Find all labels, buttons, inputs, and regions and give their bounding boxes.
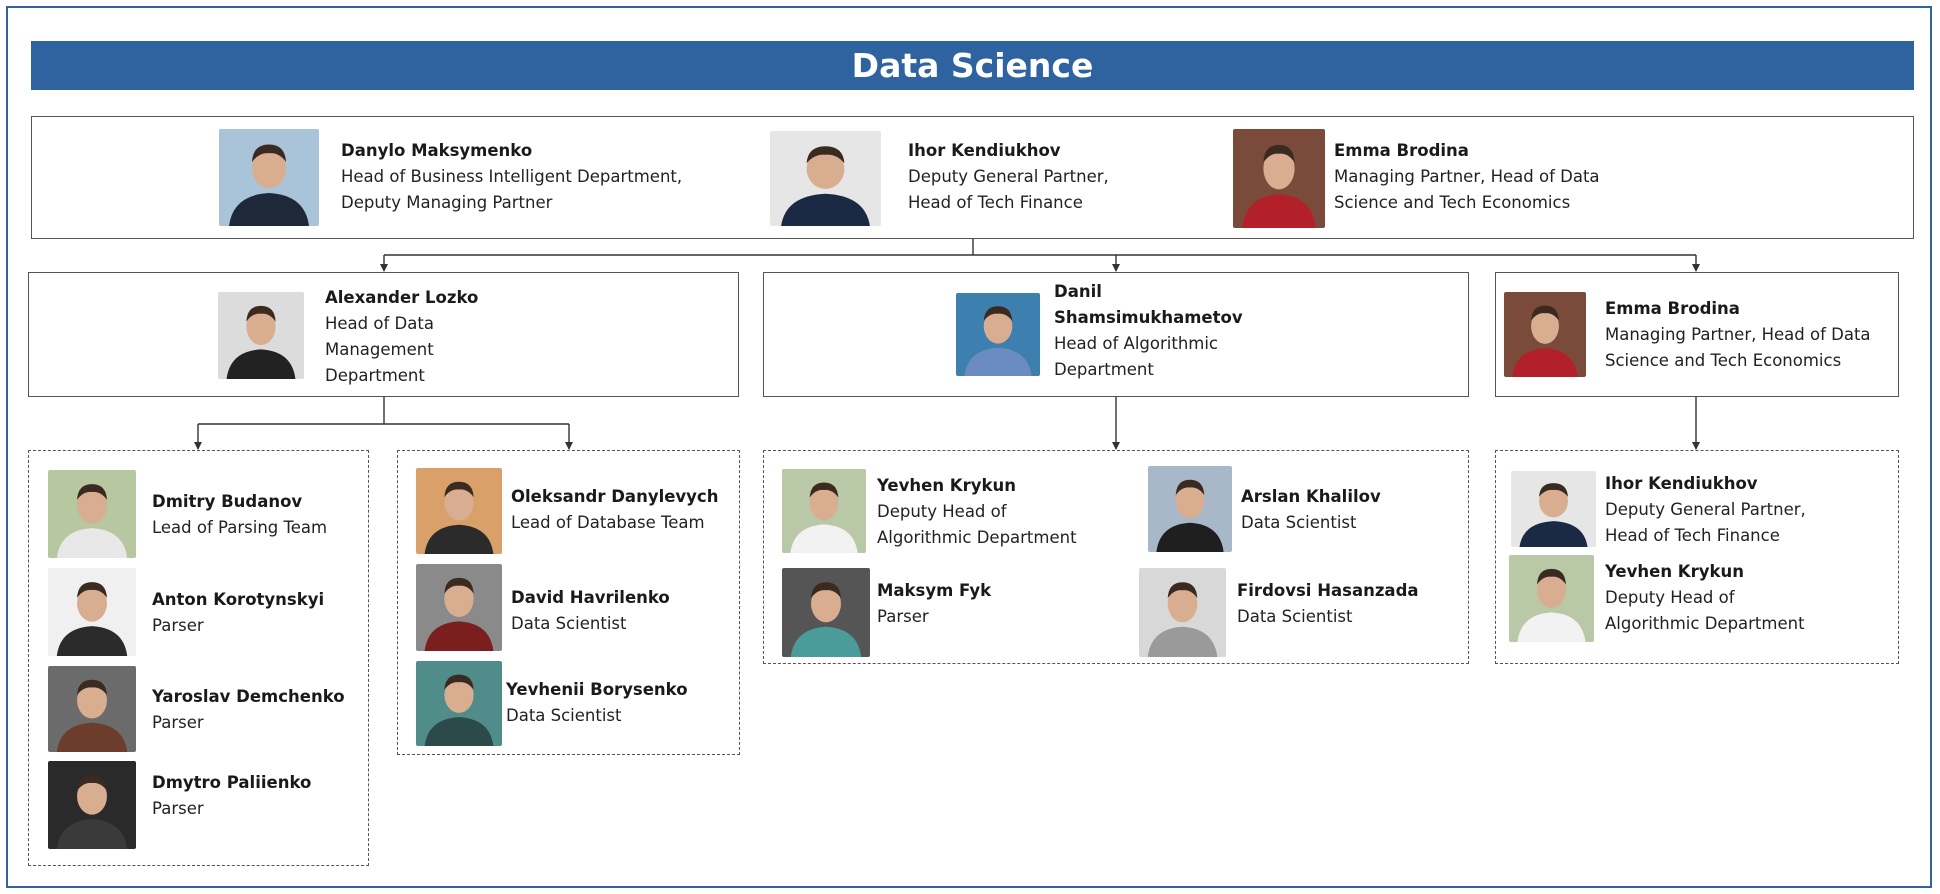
person-name: Arslan Khalilov bbox=[1241, 487, 1381, 506]
person-name: Anton Korotynskyi bbox=[152, 590, 325, 609]
person-role: Deputy Head of bbox=[1605, 588, 1735, 607]
person-role: Deputy General Partner, bbox=[1605, 500, 1806, 519]
leadership-box bbox=[31, 116, 1914, 239]
avatar bbox=[218, 292, 304, 379]
person-role: Science and Tech Economics bbox=[1334, 193, 1571, 212]
person-name: Yaroslav Demchenko bbox=[152, 687, 345, 706]
connector-top bbox=[384, 239, 1696, 256]
person-name: Dmitry Budanov bbox=[152, 492, 303, 511]
person-name: Dmytro Paliienko bbox=[152, 773, 312, 792]
person-role: Data Scientist bbox=[1241, 513, 1357, 532]
avatar bbox=[782, 568, 870, 657]
avatar bbox=[416, 564, 502, 651]
department-box-data-management bbox=[28, 272, 739, 397]
avatar bbox=[956, 293, 1040, 376]
person-role: Head of Algorithmic bbox=[1054, 334, 1219, 353]
person-role: Parser bbox=[152, 799, 204, 818]
person-name: Danil bbox=[1054, 282, 1102, 301]
person-role: Data Scientist bbox=[1237, 607, 1353, 626]
person-name: Emma Brodina bbox=[1605, 299, 1740, 318]
person-role: Head of Tech Finance bbox=[908, 193, 1083, 212]
person-role: Head of Tech Finance bbox=[1605, 526, 1780, 545]
person-role: Data Scientist bbox=[506, 706, 622, 725]
person-role: Deputy General Partner, bbox=[908, 167, 1109, 186]
avatar bbox=[48, 761, 136, 849]
avatar bbox=[219, 129, 319, 226]
avatar bbox=[1509, 555, 1594, 642]
person-name: Firdovsi Hasanzada bbox=[1237, 581, 1419, 600]
person-name: Emma Brodina bbox=[1334, 141, 1469, 160]
department-box-algorithmic bbox=[763, 272, 1469, 397]
chart-frame bbox=[6, 6, 1932, 888]
team-box-algorithmic bbox=[763, 450, 1469, 664]
avatar bbox=[1148, 466, 1232, 552]
person-role: Algorithmic Department bbox=[877, 528, 1077, 547]
person-role: Managing Partner, Head of Data bbox=[1605, 325, 1871, 344]
connector-lozko bbox=[198, 397, 569, 425]
person-role: Deputy Managing Partner bbox=[341, 193, 553, 212]
avatar bbox=[1139, 568, 1226, 657]
person-role: Deputy Head of bbox=[877, 502, 1007, 521]
person-name: Yevhen Krykun bbox=[1605, 562, 1744, 581]
avatar bbox=[770, 131, 881, 226]
person-role: Science and Tech Economics bbox=[1605, 351, 1842, 370]
avatar bbox=[48, 568, 136, 656]
person-name: David Havrilenko bbox=[511, 588, 670, 607]
person-role: Department bbox=[325, 366, 425, 385]
person-role: Department bbox=[1054, 360, 1154, 379]
person-role: Data Scientist bbox=[511, 614, 627, 633]
person-role: Parser bbox=[152, 713, 204, 732]
person-role: Lead of Parsing Team bbox=[152, 518, 328, 537]
person-role: Management bbox=[325, 340, 434, 359]
avatar bbox=[1504, 292, 1586, 377]
person-name: Yevhen Krykun bbox=[877, 476, 1016, 495]
person-name: Oleksandr Danylevych bbox=[511, 487, 719, 506]
person-role: Parser bbox=[877, 607, 929, 626]
avatar bbox=[416, 661, 502, 746]
person-role: Algorithmic Department bbox=[1605, 614, 1805, 633]
avatar bbox=[416, 468, 502, 554]
person-name: Maksym Fyk bbox=[877, 581, 992, 600]
person-name: Ihor Kendiukhov bbox=[908, 141, 1061, 160]
page-title: Data Science bbox=[31, 41, 1914, 90]
person-name: Danylo Maksymenko bbox=[341, 141, 533, 160]
person-name: Ihor Kendiukhov bbox=[1605, 474, 1758, 493]
avatar bbox=[782, 469, 866, 553]
avatar bbox=[1233, 129, 1325, 228]
person-role: Managing Partner, Head of Data bbox=[1334, 167, 1600, 186]
avatar bbox=[48, 470, 136, 558]
avatar bbox=[48, 666, 136, 752]
person-role: Head of Data bbox=[325, 314, 434, 333]
person-name: Alexander Lozko bbox=[325, 288, 479, 307]
person-name-cont: Shamsimukhametov bbox=[1054, 308, 1243, 327]
person-name: Yevhenii Borysenko bbox=[506, 680, 688, 699]
avatar bbox=[1511, 471, 1596, 547]
person-role: Lead of Database Team bbox=[511, 513, 705, 532]
person-role: Parser bbox=[152, 616, 204, 635]
person-role: Head of Business Intelligent Department, bbox=[341, 167, 683, 186]
